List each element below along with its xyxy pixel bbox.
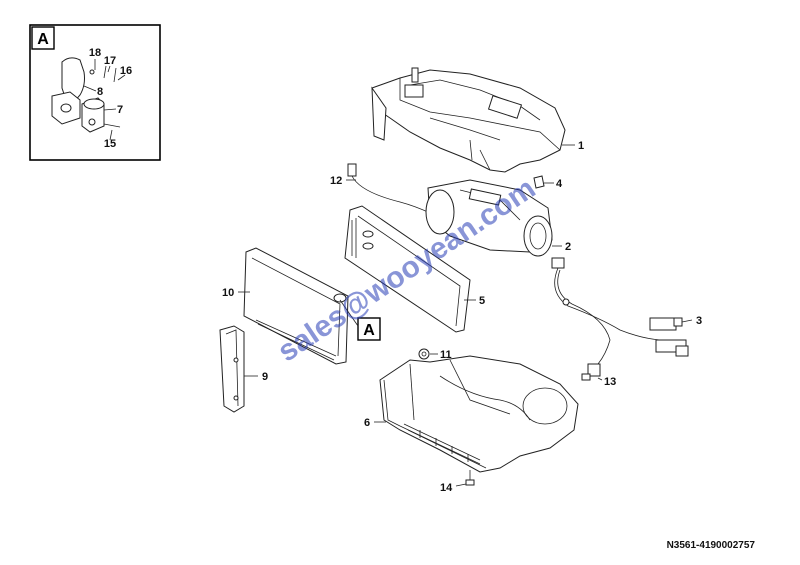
callout-box-a: A xyxy=(339,299,381,341)
label-16: 16 xyxy=(120,65,132,77)
label-7: 7 xyxy=(117,104,123,116)
expansion-valve-drawing xyxy=(51,57,121,133)
label-13: 11 xyxy=(440,349,452,361)
label-1: 1 xyxy=(578,140,584,152)
detail-view-letter-box xyxy=(31,26,55,50)
label-4: 4 xyxy=(556,178,563,190)
grommet xyxy=(418,348,430,360)
lower-housing xyxy=(379,355,579,473)
label-5: 5 xyxy=(479,295,485,307)
watermark-text: sales@wooyean.com xyxy=(272,172,541,369)
callout-box-frame xyxy=(357,317,381,341)
callout-box-letter: A xyxy=(363,322,375,339)
label-15: 15 xyxy=(104,138,116,150)
pressure-switch xyxy=(581,363,601,381)
label-10: 10 xyxy=(222,287,234,299)
label-9: 9 xyxy=(262,371,268,383)
clip-part xyxy=(533,175,545,189)
bolt xyxy=(465,470,475,486)
label-14: 14 xyxy=(440,482,453,494)
mounting-bracket xyxy=(219,325,245,413)
upper-housing-cover xyxy=(371,67,566,173)
label-2: 2 xyxy=(565,241,571,253)
detail-view-letter: A xyxy=(37,31,49,48)
label-18: 18 xyxy=(89,47,101,59)
label-17: 17 xyxy=(104,55,116,67)
evaporator-core xyxy=(344,205,471,333)
label-11: 12 xyxy=(330,175,342,187)
reference-code: N3561-4190002757 xyxy=(667,540,756,551)
blower-fan-assembly xyxy=(425,179,553,257)
label-12: 13 xyxy=(604,376,616,388)
wiring-harness xyxy=(551,257,689,365)
detail-view-a: A 18 17 16 8 7 15 xyxy=(29,24,161,161)
label-8: 8 xyxy=(97,86,103,98)
heater-core xyxy=(243,247,349,365)
label-6: 6 xyxy=(364,417,370,429)
label-3: 3 xyxy=(696,315,702,327)
